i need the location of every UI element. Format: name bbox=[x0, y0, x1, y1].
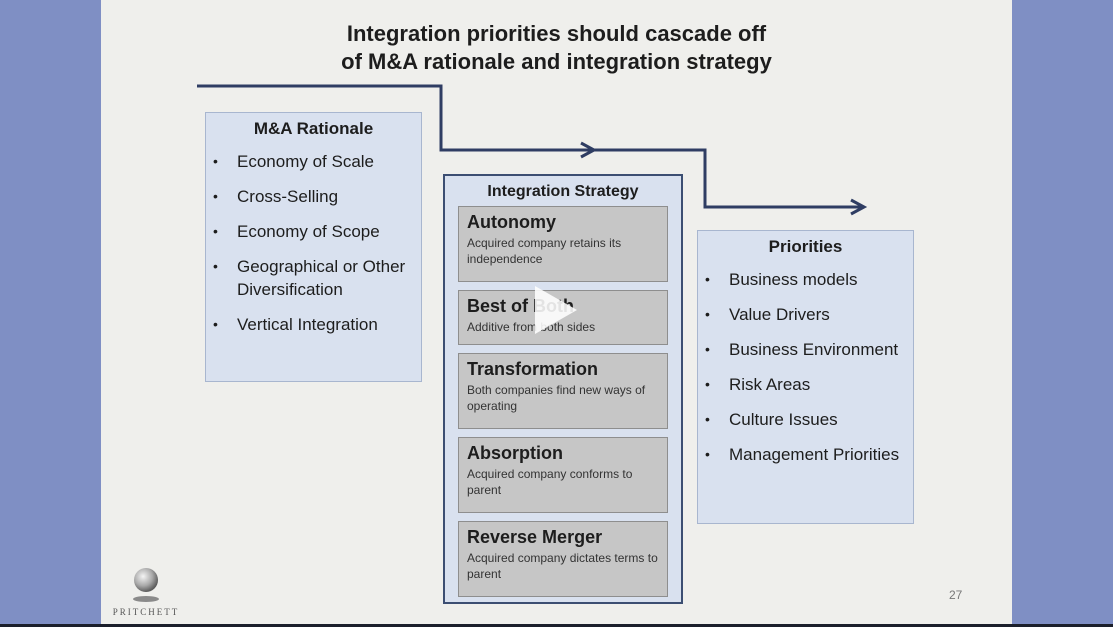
priorities-title: Priorities bbox=[768, 237, 843, 256]
rationale-box: M&A Rationale Economy of Scale Cross-Sel… bbox=[205, 112, 422, 382]
priorities-item: Culture Issues bbox=[698, 408, 913, 431]
strategy-box: Integration Strategy Autonomy Acquired c… bbox=[443, 174, 683, 604]
slide: Integration priorities should cascade of… bbox=[101, 0, 1012, 624]
strategy-item-heading: Autonomy bbox=[467, 212, 556, 232]
rationale-list: Economy of Scale Cross-Selling Economy o… bbox=[206, 150, 421, 336]
strategy-item-heading: Reverse Merger bbox=[467, 527, 603, 547]
player-bottom-bar bbox=[0, 624, 1113, 627]
priorities-box: Priorities Business models Value Drivers… bbox=[697, 230, 914, 524]
slide-title-line-2: of M&A rationale and integration strateg… bbox=[341, 49, 772, 74]
rationale-title: M&A Rationale bbox=[253, 119, 374, 138]
priorities-item: Risk Areas bbox=[698, 373, 913, 396]
priorities-item: Management Priorities bbox=[698, 443, 913, 466]
sphere-logo-icon bbox=[133, 568, 159, 602]
strategy-item-autonomy: Autonomy Acquired company retains its in… bbox=[458, 206, 668, 282]
strategy-item-transformation: Transformation Both companies find new w… bbox=[458, 353, 668, 429]
strategy-item-description: Additive from both sides bbox=[467, 320, 596, 334]
play-icon[interactable] bbox=[527, 284, 579, 336]
priorities-list: Business models Value Drivers Business E… bbox=[698, 268, 913, 466]
rationale-item: Vertical Integration bbox=[206, 313, 421, 336]
strategy-title: Integration Strategy bbox=[487, 183, 639, 200]
strategy-item-heading: Transformation bbox=[467, 359, 599, 379]
arrowhead-lower bbox=[850, 198, 868, 216]
priorities-item: Business models bbox=[698, 268, 913, 291]
rationale-item: Economy of Scope bbox=[206, 220, 421, 243]
strategy-item-heading: Absorption bbox=[467, 443, 563, 463]
rationale-item: Economy of Scale bbox=[206, 150, 421, 173]
priorities-item: Business Environment bbox=[698, 338, 913, 361]
strategy-item-absorption: Absorption Acquired company conforms to … bbox=[458, 437, 668, 513]
page-number: 27 bbox=[949, 588, 963, 602]
strategy-item-description: Acquired company dictates terms to paren… bbox=[467, 551, 658, 581]
strategy-item-description: Acquired company conforms to parent bbox=[467, 467, 633, 497]
rationale-item: Geographical or Other Diversification bbox=[206, 255, 421, 301]
arrowhead-upper bbox=[580, 141, 598, 159]
priorities-item: Value Drivers bbox=[698, 303, 913, 326]
rationale-item: Cross-Selling bbox=[206, 185, 421, 208]
slide-title-line-1: Integration priorities should cascade of… bbox=[346, 21, 767, 46]
strategy-item-reverse-merger: Reverse Merger Acquired company dictates… bbox=[458, 521, 668, 597]
strategy-item-description: Acquired company retains its independenc… bbox=[467, 236, 622, 266]
strategy-item-description: Both companies find new ways of operatin… bbox=[467, 383, 646, 413]
pritchett-logo: PRITCHETT bbox=[105, 566, 187, 622]
logo-text: PRITCHETT bbox=[112, 607, 180, 617]
slide-title: Integration priorities should cascade of… bbox=[101, 20, 1012, 76]
